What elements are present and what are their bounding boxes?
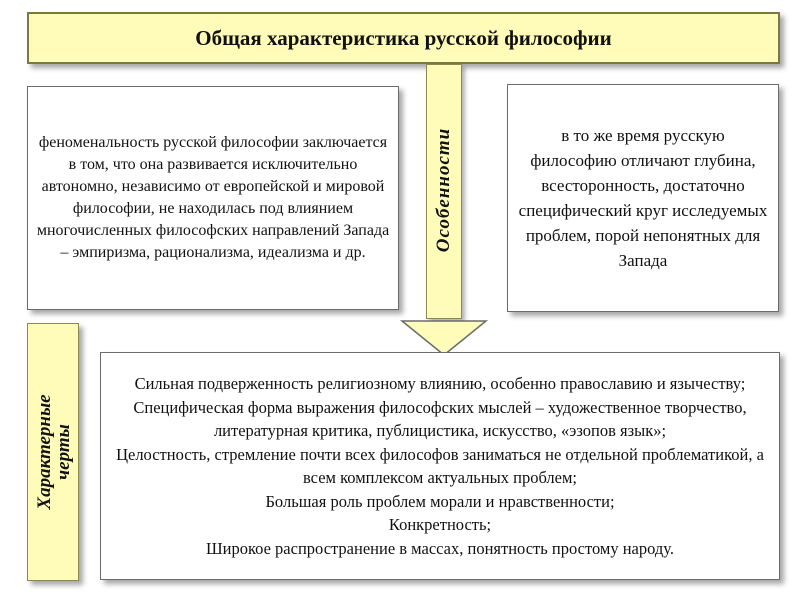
diagram-title: Общая характеристика русской философии (27, 12, 780, 64)
traits-side-bar (27, 323, 79, 581)
trait-item: Целостность, стремление почти всех филос… (116, 444, 764, 488)
down-arrow-icon (399, 320, 489, 356)
right-feature-box: в то же время русскую философию отличают… (507, 84, 779, 312)
features-label: Особенности (433, 127, 454, 253)
right-feature-text: в то же время русскую философию отличают… (518, 126, 768, 270)
trait-item: Специфическая форма выражения философски… (133, 397, 747, 441)
left-feature-box: феноменальность русской философии заключ… (27, 86, 399, 310)
trait-item: Большая роль проблем морали и нравственн… (265, 491, 615, 511)
traits-box: Сильная подверженность религиозному влия… (100, 352, 780, 580)
features-stem (426, 64, 462, 319)
trait-item: Конкретность; (388, 515, 492, 534)
trait-item: Широкое распространение в массах, понятн… (206, 538, 674, 558)
traits-list: Сильная подверженность религиозному влия… (115, 372, 765, 560)
left-feature-text: феноменальность русской философии заключ… (36, 134, 390, 261)
trait-item: Сильная подверженность религиозному влия… (134, 374, 746, 393)
